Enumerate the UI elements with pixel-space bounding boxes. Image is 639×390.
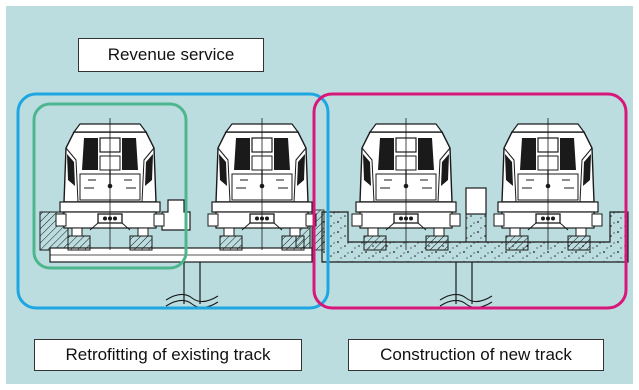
retrofitting-label: Retrofitting of existing track bbox=[34, 339, 302, 371]
construction-label: Construction of new track bbox=[348, 339, 604, 371]
break-mark-icon bbox=[165, 293, 493, 309]
train-front-icon bbox=[351, 117, 461, 251]
retrofit-outline bbox=[16, 92, 330, 310]
train-front-icon bbox=[493, 117, 603, 251]
revenue-outline bbox=[32, 102, 188, 270]
train-front-icon bbox=[55, 117, 165, 251]
train-front-icon bbox=[207, 117, 317, 251]
new-track-outline bbox=[312, 92, 628, 310]
revenue-service-label: Revenue service bbox=[78, 38, 264, 72]
